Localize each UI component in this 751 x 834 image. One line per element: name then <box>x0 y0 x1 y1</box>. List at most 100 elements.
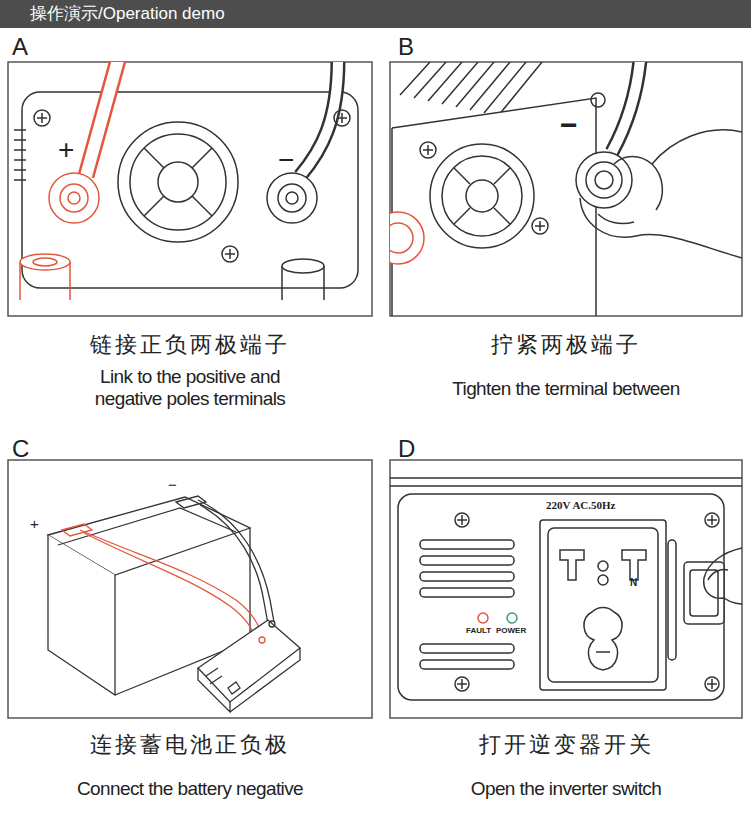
terminal-tightening <box>580 198 742 258</box>
inverter-front <box>584 608 622 671</box>
inverter-front <box>390 478 742 700</box>
terminal-tightening <box>390 212 424 264</box>
battery-connection <box>48 496 300 712</box>
part-label: 220V AC.50Hz <box>546 500 615 511</box>
panel-frames <box>8 460 372 718</box>
inverter-terminals <box>14 130 26 180</box>
step-caption-en: Connect the battery negative <box>20 778 360 800</box>
terminal-tightening <box>595 171 613 189</box>
inverter-front <box>420 660 514 669</box>
battery-connection <box>198 500 274 622</box>
inverter-terminals <box>118 122 238 242</box>
terminal-tightening <box>598 214 634 224</box>
inverter-terminals <box>130 134 226 230</box>
terminal-tightening <box>652 164 662 210</box>
inverter-terminals <box>34 110 50 126</box>
inverter-front <box>398 494 724 700</box>
inverter-front <box>707 515 717 525</box>
inverter-front <box>457 679 467 689</box>
terminal-tightening <box>532 218 548 234</box>
step-letter: C <box>12 436 29 462</box>
inverter-terminals <box>37 113 47 123</box>
inverter-front <box>478 613 488 623</box>
inverter-front <box>707 679 717 689</box>
panel-frames <box>390 460 742 718</box>
inverter-terminals <box>33 258 57 266</box>
inverter-terminals <box>20 254 70 270</box>
inverter-terminals <box>60 184 88 212</box>
step-letter: A <box>12 34 28 60</box>
terminal-tightening <box>586 162 622 198</box>
inverter-front <box>548 528 658 682</box>
terminal-tightening <box>591 93 605 107</box>
inverter-front <box>420 556 514 565</box>
inverter-terminals <box>286 192 298 204</box>
terminal-tightening <box>442 156 522 236</box>
part-label: − <box>168 477 177 492</box>
inverter-front <box>390 478 742 486</box>
inverter-terminals <box>68 192 80 204</box>
inverter-terminals <box>222 246 238 262</box>
inverter-terminals <box>86 62 118 176</box>
battery-connection <box>80 530 262 640</box>
terminal-tightening <box>423 145 433 155</box>
panel-frames <box>390 62 742 316</box>
battery-connection <box>84 533 256 642</box>
battery-connection <box>198 648 300 712</box>
inverter-front <box>668 540 676 660</box>
inverter-front <box>596 651 610 653</box>
inverter-terminals <box>337 113 347 123</box>
terminal-tightening <box>420 142 436 158</box>
step-caption-cn: 打开逆变器开关 <box>390 731 742 759</box>
terminal-tightening <box>390 223 413 253</box>
step-caption-en: Tighten the terminal between <box>401 378 731 400</box>
step-panel: B拧紧两极端子Tighten the terminal between <box>390 30 742 415</box>
step-letter: D <box>398 436 415 462</box>
panel-frames <box>8 62 742 718</box>
step-panel: A链接正负两极端子Link to the positive and negati… <box>8 30 372 415</box>
inverter-front <box>455 677 469 691</box>
inverter-front <box>507 613 517 623</box>
inverter-terminals <box>14 62 358 300</box>
step-letter: B <box>398 34 414 60</box>
terminal-tightening <box>466 180 498 212</box>
terminal-tightening <box>614 130 742 164</box>
part-label: − <box>560 110 578 140</box>
part-label: − <box>278 146 294 174</box>
inverter-front <box>457 515 467 525</box>
inverter-terminals <box>86 62 118 176</box>
part-label: N <box>630 578 637 588</box>
terminal-tightening <box>392 98 596 316</box>
battery-connection <box>259 637 265 643</box>
part-label: + <box>58 136 74 164</box>
inverter-front <box>598 561 608 571</box>
inverter-terminals <box>267 173 317 223</box>
inverter-front <box>598 575 608 585</box>
terminal-tightening <box>612 62 640 152</box>
terminal-tightening <box>576 152 632 208</box>
inverter-terminals <box>49 173 99 223</box>
step-caption-en: Open the inverter switch <box>401 778 731 800</box>
part-label: FAULT <box>466 627 491 635</box>
battery-connection <box>58 508 236 545</box>
inverter-front <box>420 588 514 597</box>
part-label: + <box>30 516 39 531</box>
terminal-tightening <box>535 221 545 231</box>
terminal-tightening <box>430 144 534 248</box>
inverter-front <box>708 569 728 580</box>
inverter-front <box>420 644 514 653</box>
inverter-front <box>420 540 514 549</box>
terminal-tightening <box>454 168 510 224</box>
inverter-front <box>705 677 719 691</box>
step-caption-cn: 连接蓄电池正负极 <box>8 731 372 759</box>
terminal-tightening <box>400 62 542 116</box>
battery-connection <box>269 621 275 627</box>
battery-connection <box>200 505 268 624</box>
inverter-terminals <box>300 62 338 176</box>
inverter-terminals <box>225 249 235 259</box>
inverter-terminals <box>300 62 338 176</box>
inverter-terminals <box>334 110 350 126</box>
inverter-terminals <box>144 148 212 216</box>
step-panel: C 连接蓄电池正负极 Connect the battery negative <box>8 428 372 828</box>
